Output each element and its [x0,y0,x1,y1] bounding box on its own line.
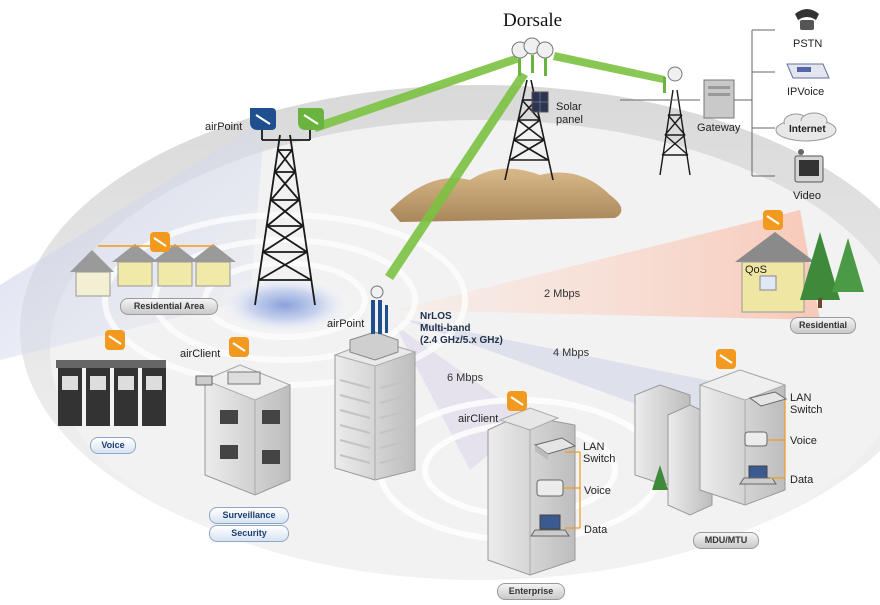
airpoint-tower [254,130,316,306]
airpoint-top-label: airPoint [205,121,243,133]
qos-label: QoS [745,264,768,276]
service-pstn-label: PSTN [793,38,823,50]
band-info-line: Multi-band [420,323,471,334]
mdu-links [768,400,786,479]
switch-label-line: Switch [790,404,823,416]
service-video-label: Video [793,190,821,202]
cpe-icon [150,232,170,252]
gateway-antenna [667,66,683,82]
band-info-line: (2.4 GHz/5.x GHz) [420,335,503,346]
mdu-switch-label: LAN Switch [790,392,822,416]
solar-label-line: panel [556,114,583,126]
central-building [333,331,417,481]
airpoint-center-antenna [370,285,388,334]
ip-phone-icon [786,63,830,79]
rate-enterprise: 6 Mbps [447,372,484,384]
tree-icon [800,232,864,308]
airpoint-center-label: airPoint [327,318,365,330]
phone-icon [795,9,819,30]
enterprise-switch-label: LAN Switch [583,441,615,465]
gateway-tower [659,89,691,176]
pill-voice: Voice [90,437,136,454]
mdu-data-label: Data [790,474,814,486]
residential-house [735,232,815,313]
backhaul-links [312,52,665,280]
pill-residential-area: Residential Area [120,298,218,315]
voice-phone-icon [744,431,768,447]
gateway-links [620,29,775,177]
dorsale-title: Dorsale [503,10,563,31]
pill-surveillance: Surveillance [209,507,289,524]
solar-panel-icon [531,91,549,113]
surveillance-building [203,364,292,496]
rate-mdu: 4 Mbps [553,347,590,359]
beam-residential [395,210,820,320]
pill-residential: Residential [790,317,856,334]
rate-residential: 2 Mbps [544,288,581,300]
residential-houses [70,244,236,297]
cpe-icon [229,337,249,357]
pill-enterprise: Enterprise [497,583,565,600]
pill-mdu: MDU/MTU [693,532,759,549]
lan-switch-icon [748,391,788,407]
airclient-surveillance-label: airClient [180,348,221,360]
mdu-voice-label: Voice [790,435,817,447]
voice-phone-icon [536,479,564,497]
solar-label-line: Solar [556,101,582,113]
gateway-label: Gateway [697,122,741,134]
cloud-icon [775,112,837,142]
cpe-icon [763,210,783,230]
coverage-center [215,275,355,335]
service-internet-label: Internet [789,124,826,135]
switch-label-line: LAN [583,441,605,453]
band-info: NrLOS Multi-band (2.4 GHz/5.x GHz) [420,311,503,347]
enterprise-voice-label: Voice [584,485,611,497]
airpoint-blue-icon [250,108,276,130]
camera-icon [195,375,213,386]
gateway-antenna-mount [663,77,666,93]
television-icon [794,149,824,183]
solar-panel-label: Solar panel [556,101,583,127]
cpe-icon [507,391,527,411]
switch-label-line: LAN [790,392,812,404]
band-info-line: NrLOS [420,311,452,322]
enterprise-data-label: Data [584,524,608,536]
cpe-icon [716,349,736,369]
switch-label-line: Switch [583,453,616,465]
server-icon [703,79,735,119]
laptop-icon [530,514,570,537]
airpoint-green-icon [298,108,324,130]
airclient-enterprise-label: airClient [458,413,499,425]
tree-icon [652,465,668,490]
lan-switch-icon [533,437,577,460]
payphones [56,360,166,426]
service-ipvoice-label: IPVoice [787,86,825,98]
pill-security: Security [209,525,289,542]
enterprise-links [563,451,581,529]
dorsale-antennas [511,37,554,76]
cpe-icon [105,330,125,350]
laptop-icon [739,465,777,485]
